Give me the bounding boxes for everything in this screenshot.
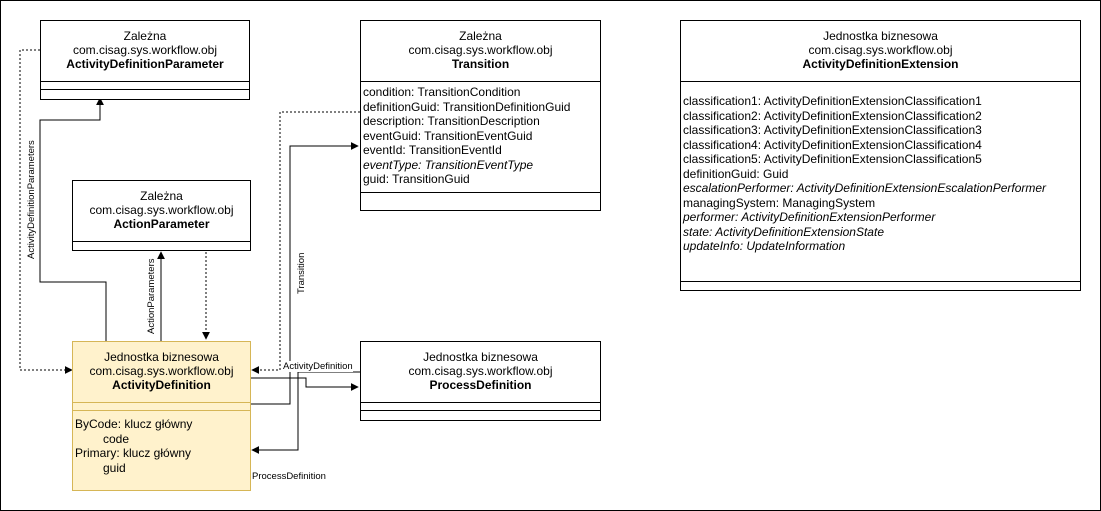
stereotype: Jednostka biznesowa [104,350,219,364]
stereotype: Zależna [459,29,502,43]
attribute: guid: TransitionGuid [363,172,470,186]
attribute: escalationPerformer: ActivityDefinitionE… [683,181,1047,195]
attribute: state: ActivityDefinitionExtensionState [683,224,884,239]
class-action-parameter[interactable]: Zależna com.cisag.sys.workflow.obj Actio… [72,180,251,251]
attribute: definitionGuid: TransitionDefinitionGuid [363,99,571,114]
class-activity-definition-extension[interactable]: Jednostka biznesowa com.cisag.sys.workfl… [680,20,1081,291]
attribute: performer: ActivityDefinitionExtensionPe… [683,210,936,224]
edge-tr [250,142,359,405]
attribute: definitionGuid: Guid [683,166,789,181]
attribute-list: classification1: ActivityDefinitionExten… [681,82,1080,282]
class-transition[interactable]: Zależna com.cisag.sys.workflow.obj Trans… [360,20,601,211]
package: com.cisag.sys.workflow.obj [89,203,234,217]
attribute: condition: TransitionCondition [363,85,521,99]
attribute: eventGuid: TransitionEventGuid [363,128,533,143]
attribute: eventType: TransitionEventType [363,157,534,172]
stereotype: Zależna [123,29,167,43]
class-process-definition[interactable]: Jednostka biznesowa com.cisag.sys.workfl… [360,341,601,421]
key-list: ByCode: klucz główny code Primary: klucz… [73,411,250,475]
edge-pd [250,377,359,391]
attribute: description: TransitionDescription [363,114,540,128]
attribute: classification4: ActivityDefinitionExten… [683,137,982,152]
key-field: code [103,431,130,446]
stereotype: Zależna [140,189,183,203]
key-name: Primary: klucz główny [75,446,192,460]
class-name: ActionParameter [113,217,210,231]
package: com.cisag.sys.workflow.obj [89,364,234,378]
class-name: ActivityDefinitionParameter [66,57,224,71]
attribute: eventId: TransitionEventId [363,143,502,157]
edge-label-ad: ActivityDefinition [283,361,353,372]
edge-label-pd: ProcessDefinition [252,471,326,482]
edge-label-ap: ActionParameters [146,258,157,334]
attribute: classification5: ActivityDefinitionExten… [683,152,982,166]
package: com.cisag.sys.workflow.obj [408,43,553,57]
edge-ad-back [251,371,360,454]
package: com.cisag.sys.workflow.obj [408,364,553,378]
class-name: ActivityDefinitionExtension [802,57,959,71]
class-activity-definition[interactable]: Jednostka biznesowa com.cisag.sys.workfl… [72,341,251,491]
edge-label-adp: ActivityDefinitionParameters [26,140,37,259]
edge-adp [39,97,107,341]
key-field: guid [103,460,126,475]
edge-adp-dotted [19,49,73,374]
stereotype: Jednostka biznesowa [823,29,938,43]
edge-tr-dotted [251,111,360,374]
stereotype: Jednostka biznesowa [423,350,538,364]
key-name: ByCode: klucz główny [75,417,193,431]
class-name: Transition [451,57,510,71]
class-activity-definition-parameter[interactable]: Zależna com.cisag.sys.workflow.obj Activ… [40,20,250,100]
attribute: updateInfo: UpdateInformation [683,239,846,253]
attribute-list: condition: TransitionCondition definitio… [361,82,600,193]
edge-label-tr: Transition [296,252,307,294]
attribute: classification2: ActivityDefinitionExten… [683,108,982,123]
class-name: ProcessDefinition [429,378,532,392]
attribute: classification1: ActivityDefinitionExten… [683,94,982,108]
package: com.cisag.sys.workflow.obj [808,43,953,57]
package: com.cisag.sys.workflow.obj [72,43,218,57]
attribute: managingSystem: ManagingSystem [683,195,876,210]
attribute: classification3: ActivityDefinitionExten… [683,123,982,137]
class-name: ActivityDefinition [112,378,211,392]
